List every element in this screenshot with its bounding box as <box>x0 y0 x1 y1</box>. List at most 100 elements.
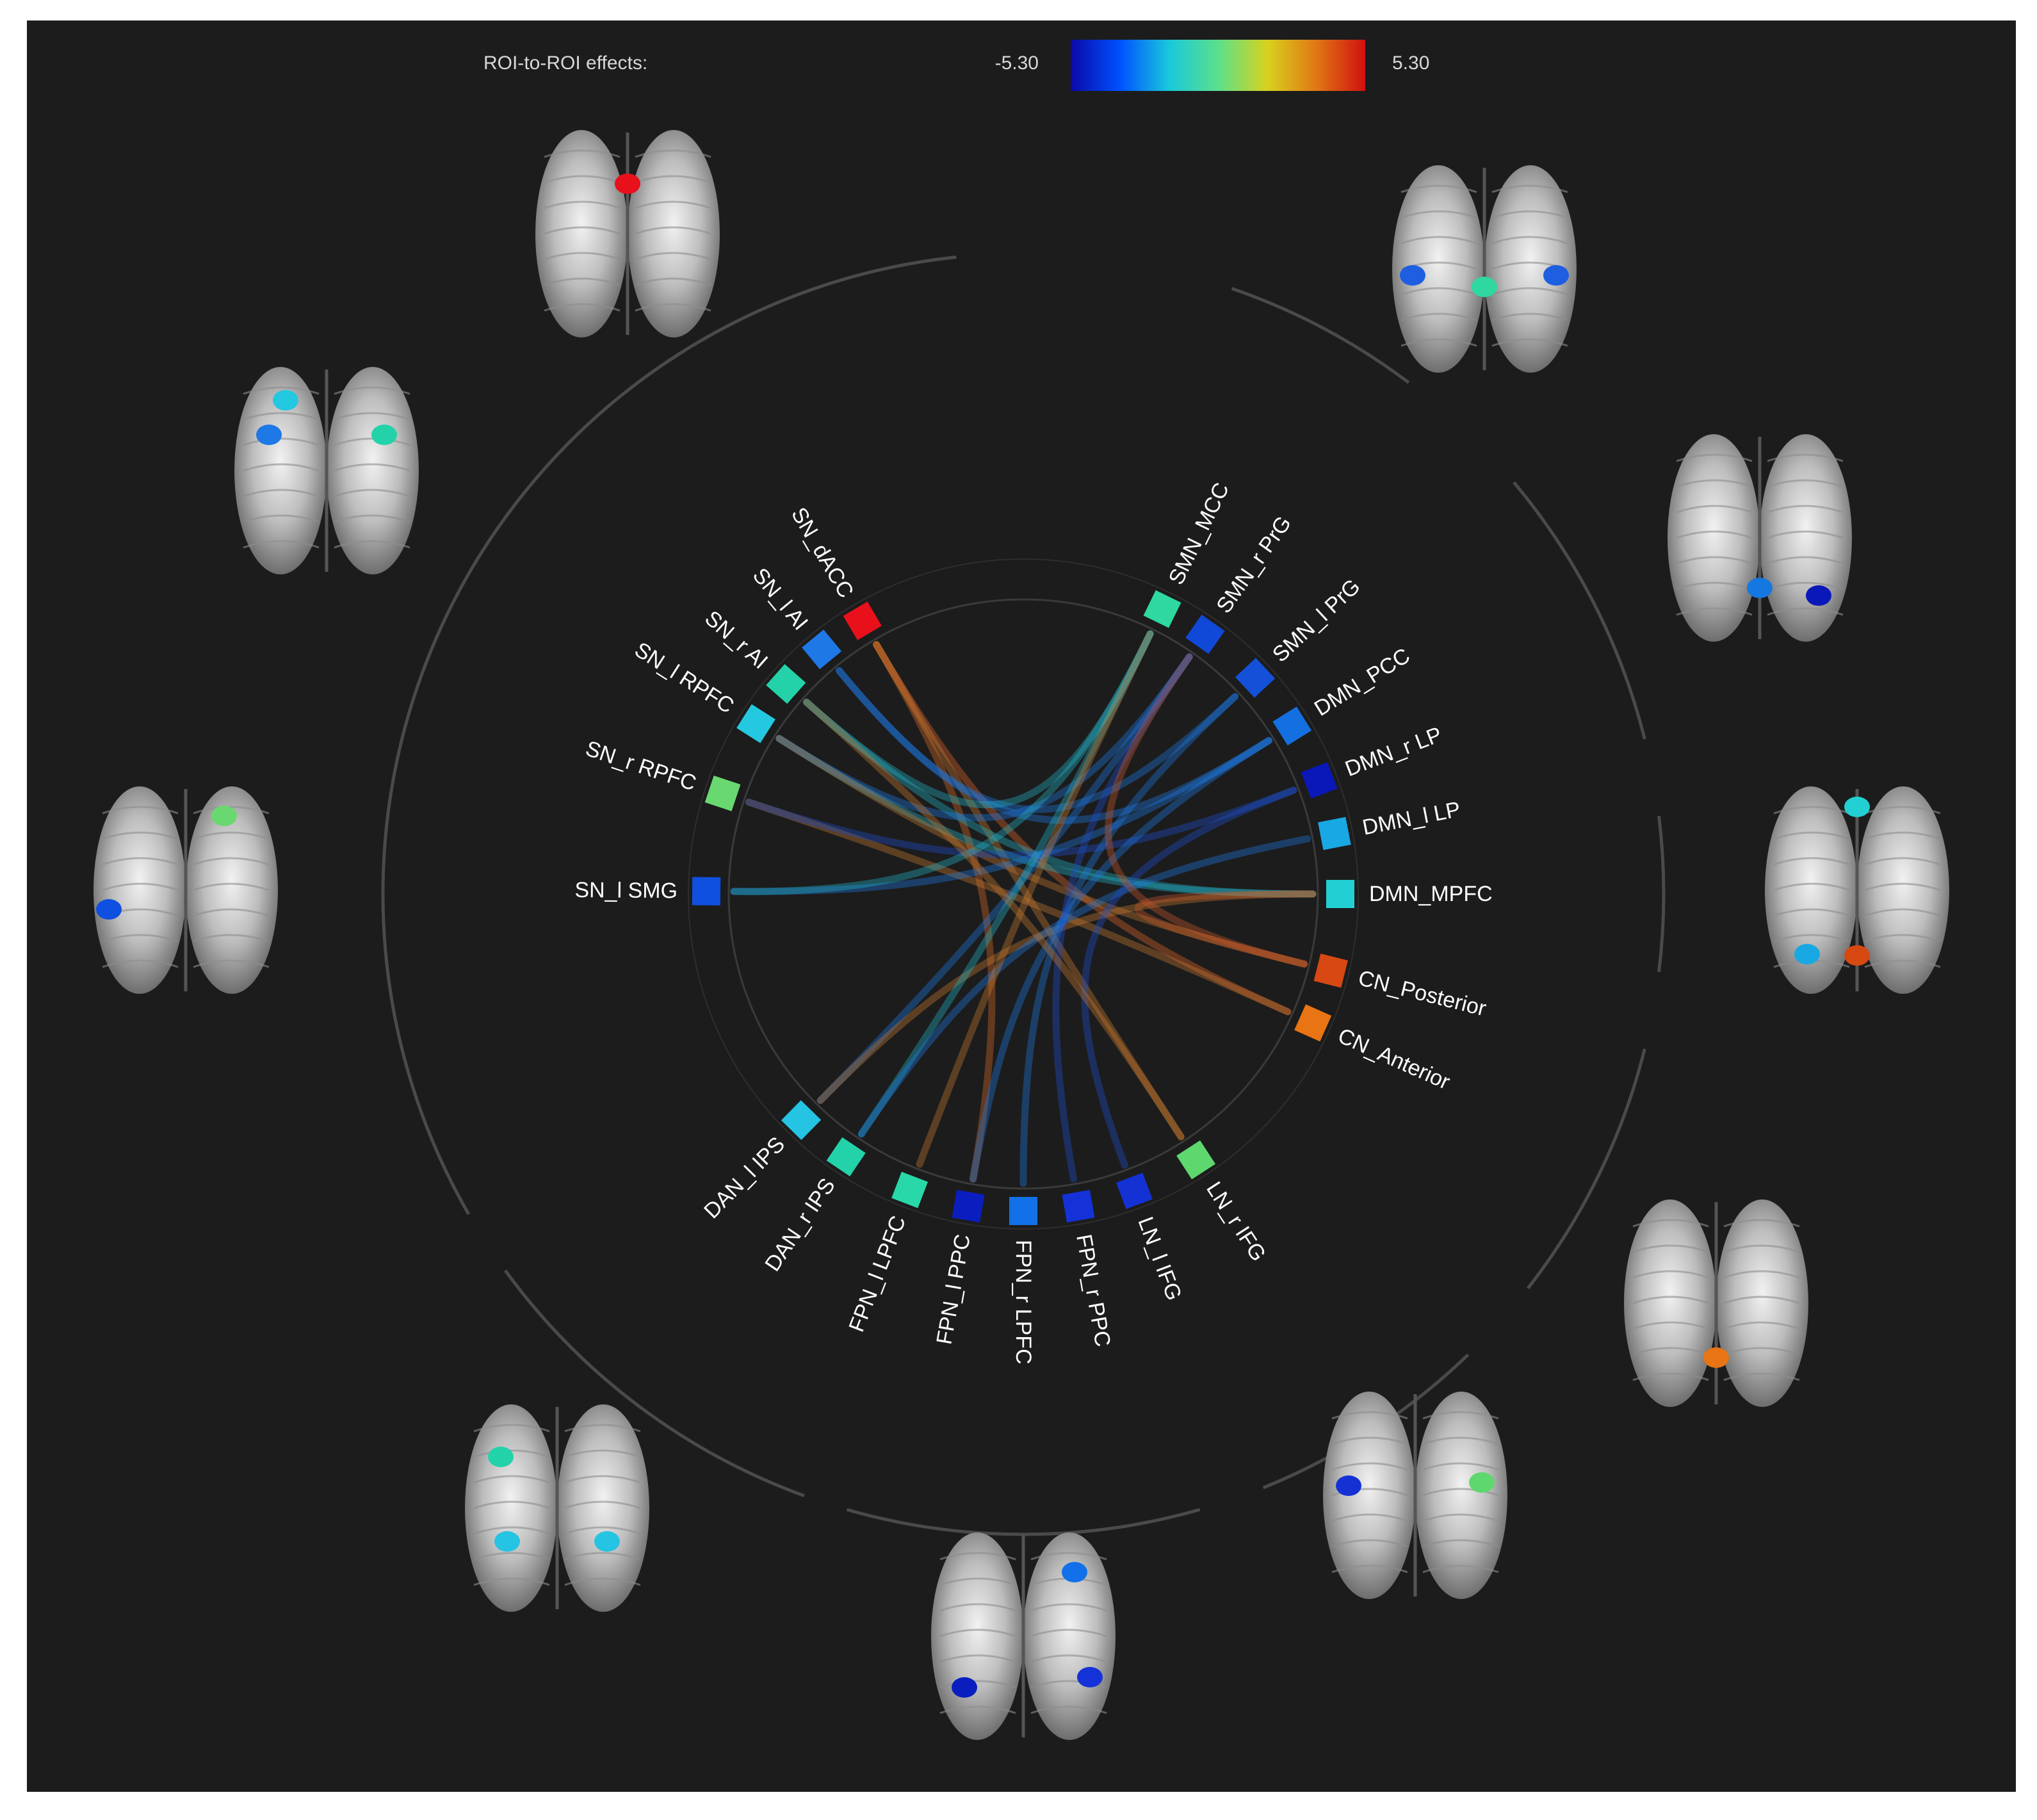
inner-ring-circle <box>727 598 1319 1190</box>
gyrus-line <box>102 857 179 866</box>
gyrus-line <box>1767 505 1844 514</box>
roi-dot <box>952 1677 977 1698</box>
gyrus-line <box>1491 313 1568 321</box>
roi-dot <box>1400 265 1425 286</box>
gyrus-line <box>243 514 320 523</box>
gyrus-line <box>564 1475 641 1484</box>
right-hemisphere <box>628 130 720 337</box>
connection-cn-posterior-to-dmn-mpfc <box>1134 890 1317 968</box>
roi-label-sn-l-smg: SN_l SMG <box>574 878 678 903</box>
gyrus-line <box>1676 453 1753 462</box>
brain-thumbnail-dmn <box>1765 786 1949 994</box>
roi-label-sn-r-ai: SN_r AI <box>700 606 772 674</box>
gyrus-line <box>1400 210 1477 219</box>
gyrus-line <box>1723 1372 1800 1381</box>
colorbar <box>1071 40 1365 91</box>
roi-ring <box>688 558 1359 1230</box>
gyrus-line <box>334 437 410 446</box>
roi-node-sn-l-smg <box>692 877 721 906</box>
gyrus-line <box>102 959 179 968</box>
roi-dot <box>1472 277 1497 297</box>
gyrus-line <box>939 1654 1016 1663</box>
gyrus-line <box>334 463 410 472</box>
gyrus-line <box>243 489 320 498</box>
gyrus-line <box>1400 313 1477 321</box>
connection-fpn-r-ppc-to-smn-r-prg <box>1052 653 1193 1183</box>
roi-label-dmn-r-lp: DMN_r LP <box>1342 722 1445 781</box>
connection-dan-l-ips-to-smn-r-prg <box>816 653 1193 1104</box>
gyrus-line <box>193 908 270 917</box>
gyrus-line <box>473 1475 550 1484</box>
gyrus-line <box>193 934 270 943</box>
left-hemisphere <box>1624 1199 1716 1407</box>
gyrus-line <box>1491 184 1568 193</box>
gyrus-line <box>939 1680 1016 1689</box>
gyrus-line <box>1491 236 1568 245</box>
right-hemisphere <box>327 367 419 574</box>
gyrus-line <box>1767 530 1844 539</box>
roi-label-sn-l-rpfc: SN_l RPFC <box>630 637 738 718</box>
left-hemisphere <box>465 1404 557 1612</box>
roi-label-dmn-mpfc: DMN_MPFC <box>1369 882 1493 906</box>
roi-dot <box>256 425 282 445</box>
connection-sn-dacc-to-cn-anterior <box>873 641 1292 1016</box>
gyrus-line <box>243 463 320 472</box>
roi-label-ln-l-ifg: LN_l IFG <box>1133 1214 1186 1304</box>
gyrus-line <box>1773 857 1850 866</box>
right-hemisphere <box>186 786 278 994</box>
connection-fpn-r-lpfc-to-smn-l-prg <box>1019 693 1239 1187</box>
gyrus-line <box>102 831 179 840</box>
gyrus-line <box>473 1424 550 1433</box>
brain-thumbnail-dmn <box>1668 434 1852 642</box>
gyrus-line <box>1632 1270 1709 1279</box>
roi-dot <box>273 390 298 410</box>
gyrus-line <box>564 1424 641 1433</box>
connection-links <box>730 630 1317 1187</box>
gyrus-line <box>1422 1513 1499 1522</box>
network-arc <box>1657 815 1666 973</box>
network-arc <box>846 1507 1201 1536</box>
gyrus-line <box>635 175 711 184</box>
roi-dot <box>594 1531 620 1552</box>
gyrus-line <box>544 303 621 312</box>
gyrus-line <box>1864 882 1941 891</box>
network-arc <box>1513 481 1646 740</box>
roi-node-cn-posterior <box>1313 954 1348 988</box>
figure-panel <box>27 20 2016 1792</box>
connection-dan-r-ips-to-dmn-l-lp <box>857 835 1311 1138</box>
gyrus-line <box>1400 338 1477 347</box>
gyrus-line <box>1767 556 1844 565</box>
gyrus-line <box>193 831 270 840</box>
roi-node-fpn-l-lpfc <box>891 1171 929 1208</box>
brain-thumbnail-sn <box>234 367 419 574</box>
gyrus-line <box>1400 236 1477 245</box>
roi-node-dmn-r-lp <box>1301 762 1338 799</box>
connection-sn-r-ai-to-smn-mcc <box>802 630 1154 809</box>
gyrus-line <box>473 1449 550 1458</box>
roi-dot <box>1543 265 1569 286</box>
gyrus-line <box>1723 1270 1800 1279</box>
gyrus-line <box>1864 857 1941 866</box>
connection-sn-l-rpfc-to-dmn-mpfc <box>775 735 1317 898</box>
gyrus-line <box>1422 1462 1499 1471</box>
gyrus-line <box>1632 1347 1709 1356</box>
connection-dan-l-ips-to-dmn-mpfc <box>816 890 1317 1104</box>
gyrus-line <box>1773 908 1850 917</box>
gyrus-line <box>1030 1705 1107 1714</box>
gyrus-line <box>1030 1603 1107 1612</box>
gyrus-line <box>635 252 711 261</box>
gyrus-line <box>1723 1296 1800 1304</box>
roi-label-fpn-l-lpfc: FPN_l LPFC <box>844 1212 911 1335</box>
roi-node-dan-l-ips <box>781 1100 822 1141</box>
roi-node-cn-anterior <box>1294 1004 1332 1042</box>
connection-sn-r-ai-to-dmn-mpfc <box>802 699 1317 898</box>
roi-label-dan-r-ips: DAN_r IPS <box>760 1174 840 1276</box>
gyrus-line <box>635 226 711 235</box>
gyrus-line <box>334 489 410 498</box>
network-arc <box>1527 1048 1646 1290</box>
roi-dot <box>1336 1475 1361 1496</box>
gyrus-line <box>1030 1629 1107 1637</box>
roi-dot <box>494 1531 520 1552</box>
roi-dot <box>1747 578 1773 598</box>
